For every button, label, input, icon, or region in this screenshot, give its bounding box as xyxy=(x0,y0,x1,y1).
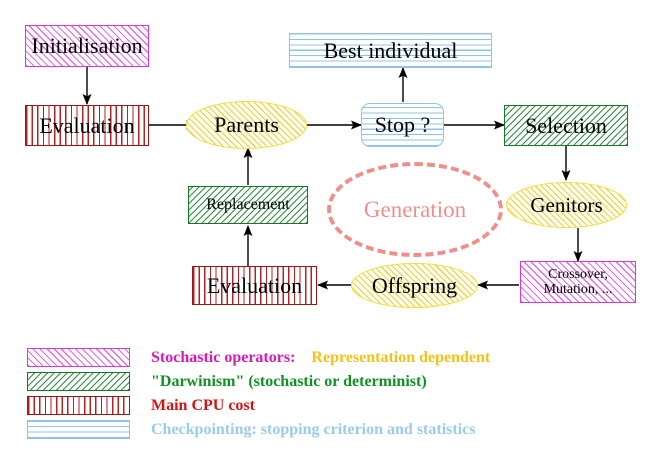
node-initialisation[interactable]: Initialisation xyxy=(25,25,149,67)
legend-label-cpu: Main CPU cost xyxy=(151,396,255,414)
legend-row-darwinism: "Darwinism" (stochastic or determinist) xyxy=(27,372,427,391)
node-selection[interactable]: Selection xyxy=(504,105,628,146)
legend-row-cpu: Main CPU cost xyxy=(27,396,255,415)
magenta-diagonal-hatch-icon xyxy=(27,348,130,367)
node-replacement[interactable]: Replacement xyxy=(188,186,308,224)
node-evaluation-bottom[interactable]: Evaluation xyxy=(192,266,317,305)
green-diagonal-hatch-icon xyxy=(27,372,130,391)
node-parents[interactable]: Parents xyxy=(186,101,307,149)
node-stop[interactable]: Stop ? xyxy=(361,103,444,147)
legend-row-stochastic: Stochastic operators: Representation dep… xyxy=(27,348,490,367)
legend-label-darwinism: "Darwinism" (stochastic or determinist) xyxy=(151,372,427,390)
legend-label-checkpointing: Checkpointing: stopping criterion and st… xyxy=(151,420,476,438)
node-offspring[interactable]: Offspring xyxy=(351,263,478,308)
node-crossover-mutation[interactable]: Crossover, Mutation, ... xyxy=(520,261,636,303)
legend-row-checkpointing: Checkpointing: stopping criterion and st… xyxy=(27,420,475,439)
node-best-individual[interactable]: Best individual xyxy=(289,33,492,68)
node-generation-group: Generation xyxy=(327,162,503,257)
node-evaluation-top[interactable]: Evaluation xyxy=(25,105,149,146)
legend-label-stochastic: Stochastic operators: xyxy=(151,348,296,366)
node-genitors[interactable]: Genitors xyxy=(506,182,627,228)
red-vertical-hatch-icon xyxy=(27,396,130,415)
blue-horizontal-hatch-icon xyxy=(27,420,130,439)
legend-label-representation: Representation dependent xyxy=(311,348,491,366)
